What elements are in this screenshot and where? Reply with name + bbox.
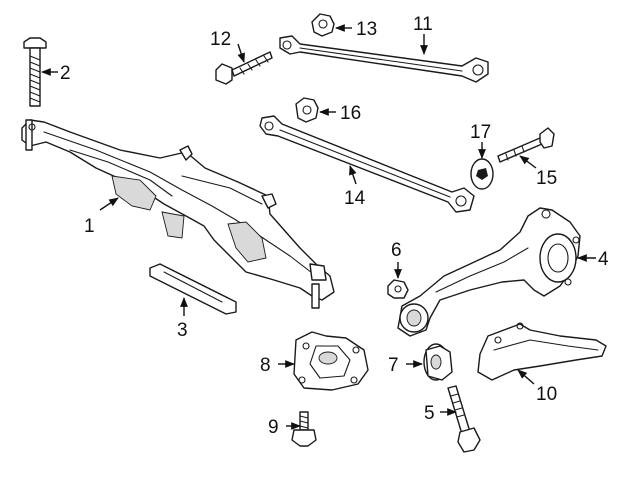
callout-3: 3: [177, 320, 188, 341]
callout-5: 5: [424, 403, 435, 424]
part-4-trailing-arm: [397, 207, 581, 337]
callout-12: 12: [210, 29, 231, 50]
part-1-subframe: [21, 119, 335, 309]
part-11-control-arm: [279, 35, 489, 83]
callout-1: 1: [84, 216, 95, 237]
part-14-control-arm: [259, 115, 475, 213]
callout-15: 15: [536, 168, 557, 189]
callout-2: 2: [60, 63, 71, 84]
callout-14: 14: [344, 188, 366, 209]
callout-16: 16: [340, 103, 361, 124]
part-15-bolt: [497, 127, 555, 163]
leader-1: [99, 197, 119, 211]
leader-lines: [41, 24, 596, 430]
part-3-plate: [149, 263, 237, 315]
leader-14: [349, 165, 357, 185]
part-8-mount: [293, 331, 369, 391]
part-5-bolt: [447, 385, 481, 453]
callout-8: 8: [260, 355, 271, 376]
callout-11: 11: [413, 14, 433, 35]
callout-10: 10: [536, 384, 557, 405]
part-2-bolt: [23, 37, 47, 107]
callout-numbers: 1 2 3 4 5 6 7 8 9 10 11 12 13 14 15 16 1…: [60, 14, 609, 438]
callout-17: 17: [470, 122, 491, 143]
leader-12: [237, 43, 245, 63]
part-9-bolt: [291, 411, 317, 447]
part-6-nut: [387, 279, 409, 299]
callout-7: 7: [388, 355, 399, 376]
part-7-bushing: [423, 343, 453, 381]
part-17-washer: [470, 158, 494, 190]
part-13-nut: [311, 13, 335, 37]
callout-4: 4: [598, 249, 609, 270]
part-16-nut: [295, 97, 319, 123]
callout-13: 13: [356, 19, 377, 40]
part-10-shield: [477, 322, 607, 381]
leader-15: [519, 155, 537, 169]
callout-9: 9: [268, 417, 279, 438]
callout-6: 6: [391, 240, 402, 261]
leader-10: [517, 369, 535, 385]
part-12-bolt: [215, 51, 273, 85]
